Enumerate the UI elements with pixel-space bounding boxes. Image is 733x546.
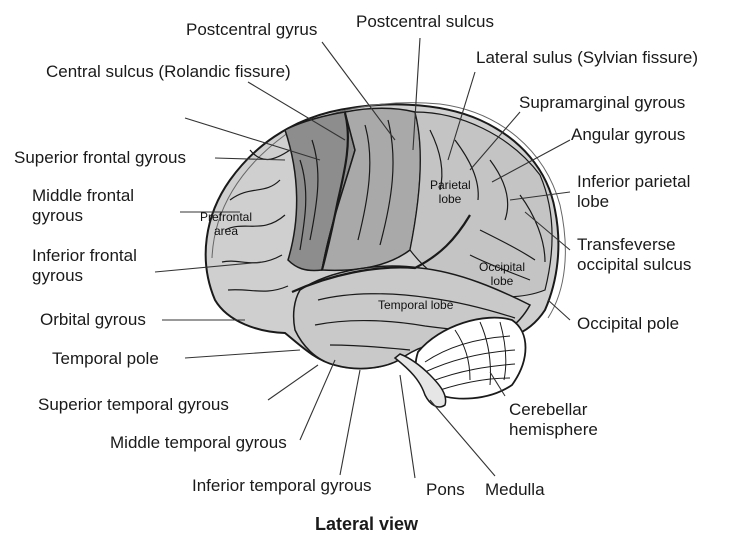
supramarginal-gyrous-label: Supramarginal gyrous xyxy=(519,93,685,113)
temporal-lobe-label: Temporal lobe xyxy=(378,298,453,312)
inferior-temporal-gyrous-label: Inferior temporal gyrous xyxy=(192,476,372,496)
orbital-gyrous-label: Orbital gyrous xyxy=(40,310,146,330)
middle-frontal-gyrous-label: Middle frontal gyrous xyxy=(32,186,162,226)
diagram-caption: Lateral view xyxy=(0,514,733,535)
occipital-lobe-label: Occipital lobe xyxy=(476,260,528,288)
parietal-lobe-label: Parietal lobe xyxy=(430,178,470,206)
middle-temporal-gyrous-label: Middle temporal gyrous xyxy=(110,433,287,453)
pons-label: Pons xyxy=(426,480,465,500)
medulla-label: Medulla xyxy=(485,480,545,500)
occipital-pole-label: Occipital pole xyxy=(577,314,679,334)
temporal-pole-label: Temporal pole xyxy=(52,349,159,369)
superior-frontal-gyrous-label: Superior frontal gyrous xyxy=(14,148,186,168)
lateral-sulus-label: Lateral sulus (Sylvian fissure) xyxy=(476,48,698,68)
prefrontal-area-label: Prefrontal area xyxy=(198,210,254,238)
angular-gyrous-label: Angular gyrous xyxy=(571,125,685,145)
transfeverse-occipital-sulcus-label: Transfeverse occipital sulcus xyxy=(577,235,727,275)
cerebellar-hemisphere-label: Cerebellar hemisphere xyxy=(509,400,629,440)
superior-temporal-gyrous-label: Superior temporal gyrous xyxy=(38,395,229,415)
central-sulcus-label: Central sulcus (Rolandic fissure) xyxy=(46,62,291,82)
postcentral-gyrus-label: Postcentral gyrus xyxy=(186,20,317,40)
inferior-parietal-lobe-label: Inferior parietal lobe xyxy=(577,172,727,212)
inferior-frontal-gyrous-label: Inferior frontal gyrous xyxy=(32,246,162,286)
postcentral-sulcus-label: Postcentral sulcus xyxy=(356,12,494,32)
